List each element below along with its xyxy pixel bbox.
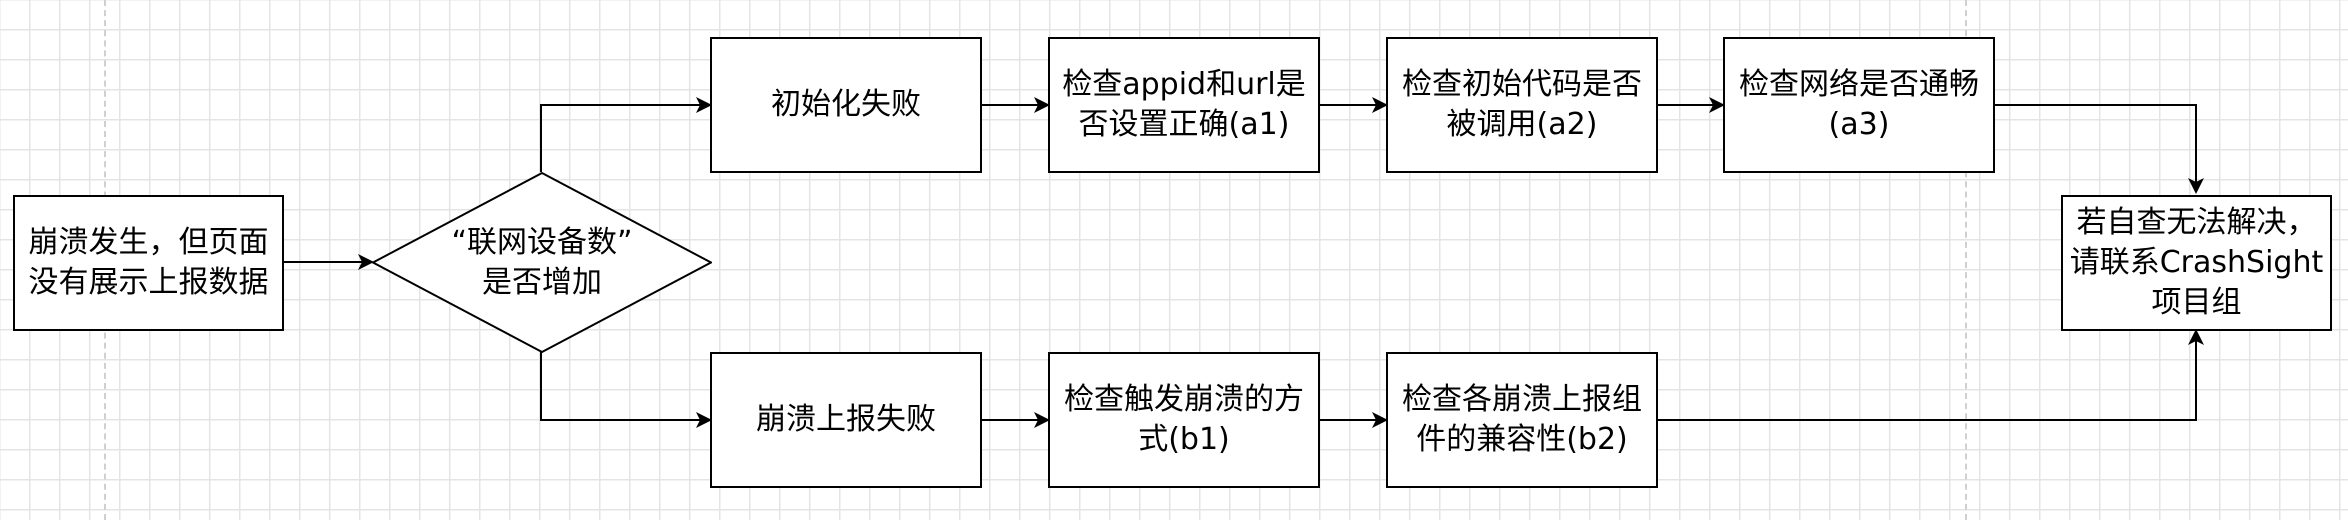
step-b2-node: 检查各崩溃上报组 件的兼容性(b2) <box>1386 352 1658 488</box>
arrow-b2-to-end <box>1657 329 2204 421</box>
diamond-shape <box>372 172 712 353</box>
step-b1-node: 检查触发崩溃的方 式(b1) <box>1048 352 1320 488</box>
decision-node: “联网设备数” 是否增加 <box>372 172 712 353</box>
step-a3-label: 检查网络是否通畅 (a3) <box>1739 67 1979 142</box>
step-b1-label: 检查触发崩溃的方 式(b1) <box>1064 382 1304 457</box>
start-label: 崩溃发生，但页面 没有展示上报数据 <box>28 225 269 300</box>
step-a2-label: 检查初始代码是否 被调用(a2) <box>1402 67 1642 142</box>
step-a1-node: 检查appid和url是 否设置正确(a1) <box>1048 37 1320 173</box>
init-failure-label: 初始化失败 <box>771 87 921 122</box>
arrow-decision-to-a <box>540 97 712 172</box>
init-failure-node: 初始化失败 <box>710 37 982 173</box>
end-label: 若自查无法解决， 请联系CrashSight 项目组 <box>2069 205 2324 320</box>
start-node: 崩溃发生，但页面 没有展示上报数据 <box>13 195 284 331</box>
end-node: 若自查无法解决， 请联系CrashSight 项目组 <box>2061 195 2332 331</box>
report-failure-label: 崩溃上报失败 <box>756 402 936 437</box>
arrow-a3-to-end <box>1994 104 2204 194</box>
step-a3-node: 检查网络是否通畅 (a3) <box>1723 37 1995 173</box>
arrow-decision-to-b <box>540 352 712 428</box>
decision-label: “联网设备数” 是否增加 <box>451 224 633 300</box>
page-break-line <box>1965 0 1967 520</box>
step-b2-label: 检查各崩溃上报组 件的兼容性(b2) <box>1402 382 1642 457</box>
step-a1-label: 检查appid和url是 否设置正确(a1) <box>1062 67 1306 142</box>
report-failure-node: 崩溃上报失败 <box>710 352 982 488</box>
step-a2-node: 检查初始代码是否 被调用(a2) <box>1386 37 1658 173</box>
